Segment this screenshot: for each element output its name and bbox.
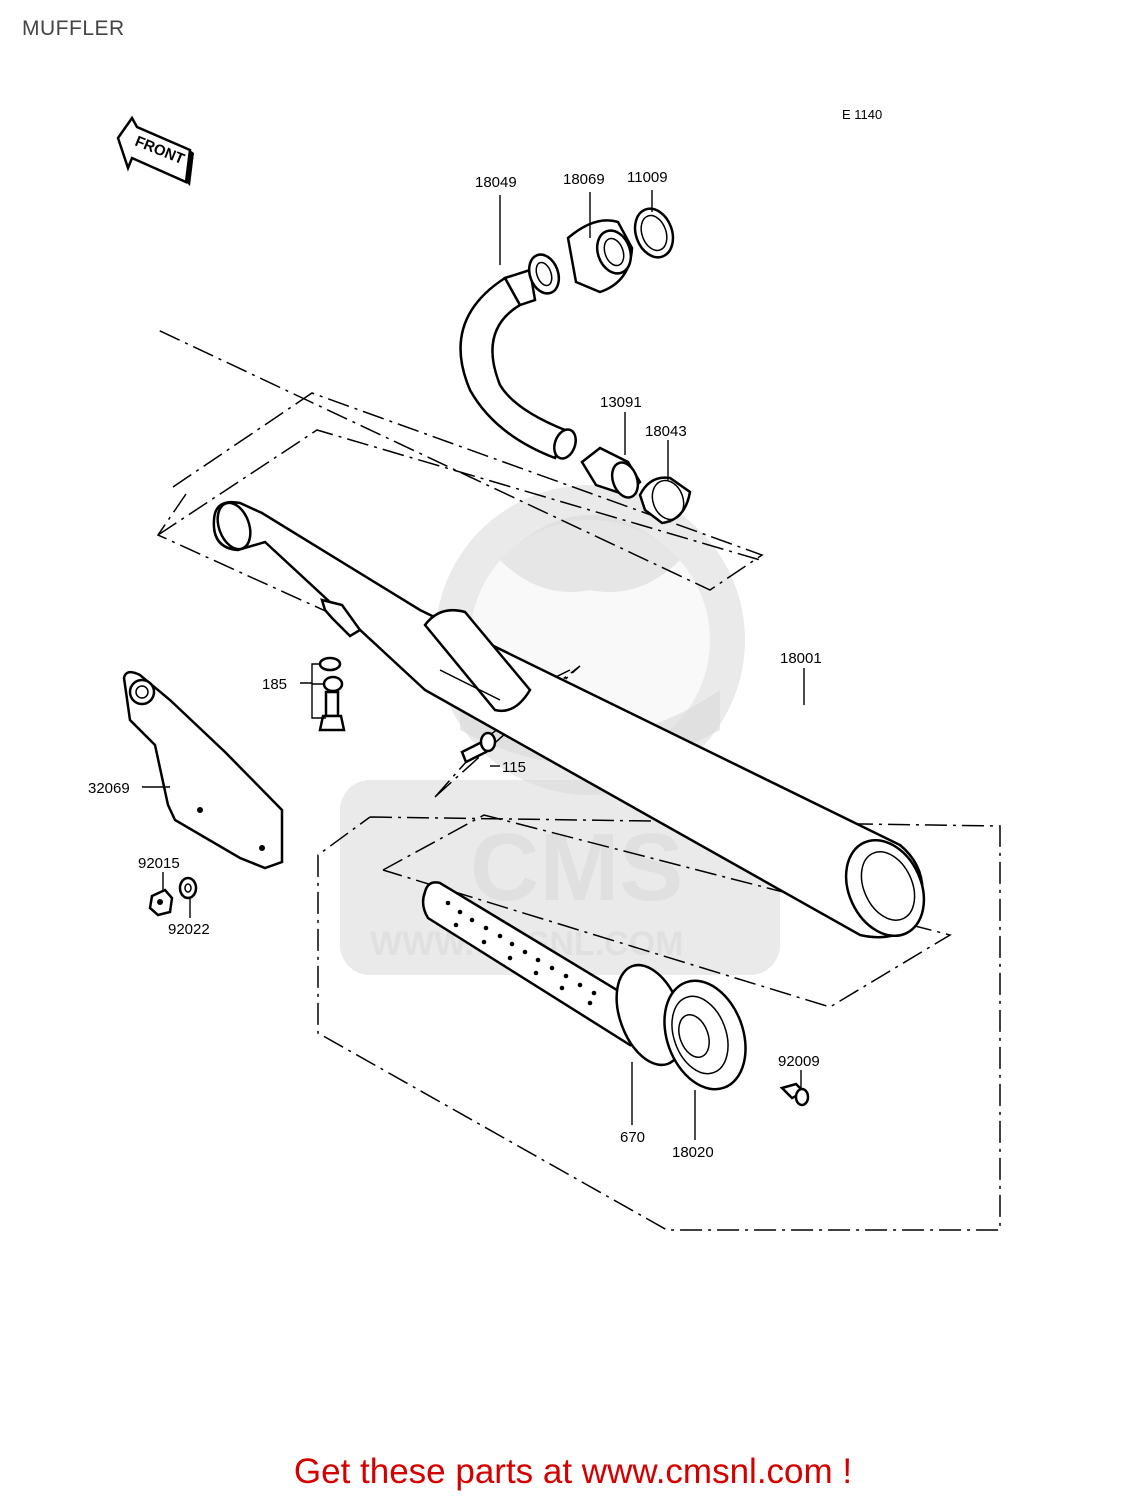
part-label-18043: 18043 [645,423,687,440]
pipe-holder [580,446,642,499]
part-label-92022: 92022 [168,921,210,938]
part-label-115: 115 [502,759,526,776]
washer-92022 [178,876,198,900]
part-label-18020: 18020 [672,1144,714,1161]
watermark-logo: CMS [470,814,683,921]
part-label-185: 185 [262,676,287,693]
part-label-13091: 13091 [600,394,642,411]
part-label-92009: 92009 [778,1053,820,1070]
leader-lines [142,190,805,1140]
part-label-11009: 11009 [627,169,668,186]
gasket-ring [633,207,675,259]
bolt-115 [460,731,497,764]
part-label-18049: 18049 [475,174,517,191]
diagram-code: E 1140 [842,107,882,122]
exhaust-pipe [459,268,577,460]
exhaust-flange [566,219,634,294]
page-title: MUFFLER [22,17,125,40]
part-label-92015: 92015 [138,855,180,872]
part-label-32069: 32069 [88,780,130,797]
bolt-set [318,656,346,732]
end-cap [663,979,747,1091]
screw-92009 [779,1082,810,1107]
part-label-18001: 18001 [780,650,822,667]
front-arrow-icon: FRONT [116,115,194,186]
part-label-18069: 18069 [563,171,605,188]
part-label-670: 670 [620,1129,645,1146]
clamp-ring [638,476,692,525]
nut-92015 [148,888,174,917]
muffler-bracket [122,670,284,870]
footer-link[interactable]: Get these parts at www.cmsnl.com ! [293,1452,853,1491]
pipe-gasket [527,253,561,295]
muffler-body [212,500,926,939]
